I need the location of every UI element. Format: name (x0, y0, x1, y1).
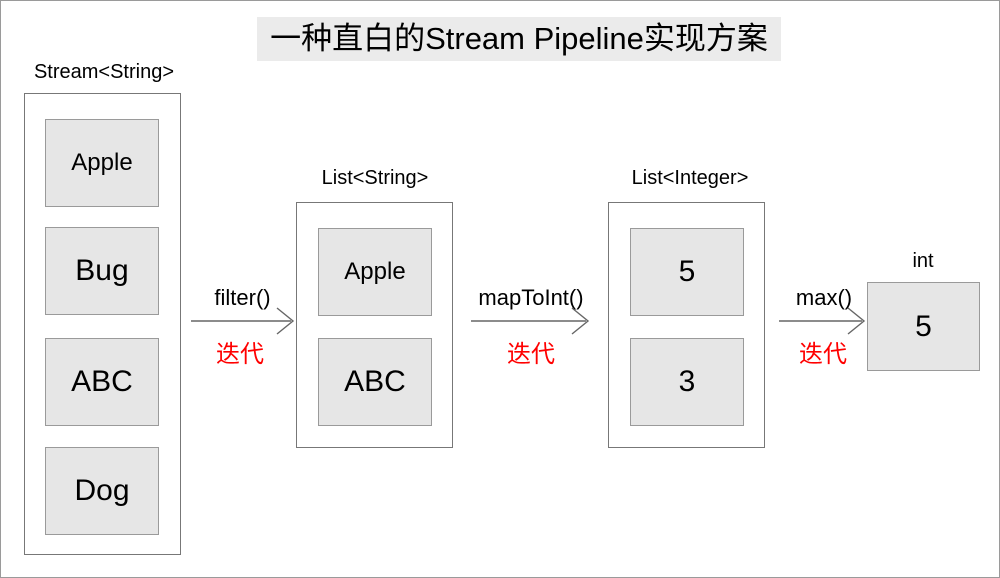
list-item[interactable]: 3 (630, 338, 744, 426)
stage-container-list-integer: 5 3 (608, 202, 765, 448)
stage-container-list-string: Apple ABC (296, 202, 453, 448)
stage-label-list-string: List<String> (321, 167, 429, 189)
arrow-max (779, 306, 867, 336)
list-item[interactable]: 5 (630, 228, 744, 316)
arrow-filter (191, 306, 296, 336)
stage-label-int: int (912, 250, 934, 272)
page-title: 一种直白的Stream Pipeline实现方案 (257, 17, 781, 61)
list-item[interactable]: ABC (318, 338, 432, 426)
transition-label-maptoint: mapToInt() (478, 285, 584, 310)
stage-container-stream: Apple Bug ABC Dog (24, 93, 181, 555)
result-box-int[interactable]: 5 (867, 282, 980, 371)
list-item[interactable]: Apple (45, 119, 159, 207)
stage-label-stream: Stream<String> (33, 61, 175, 83)
transition-label-filter: filter() (214, 285, 271, 310)
list-item[interactable]: Dog (45, 447, 159, 535)
list-item[interactable]: ABC (45, 338, 159, 426)
list-item[interactable]: Apple (318, 228, 432, 316)
transition-note-filter: 迭代 (216, 341, 264, 368)
arrow-maptoint (471, 306, 591, 336)
stage-label-list-integer: List<Integer> (631, 167, 749, 189)
list-item[interactable]: Bug (45, 227, 159, 315)
transition-note-max: 迭代 (799, 341, 847, 368)
transition-note-maptoint: 迭代 (507, 341, 555, 368)
transition-label-max: max() (795, 285, 853, 310)
